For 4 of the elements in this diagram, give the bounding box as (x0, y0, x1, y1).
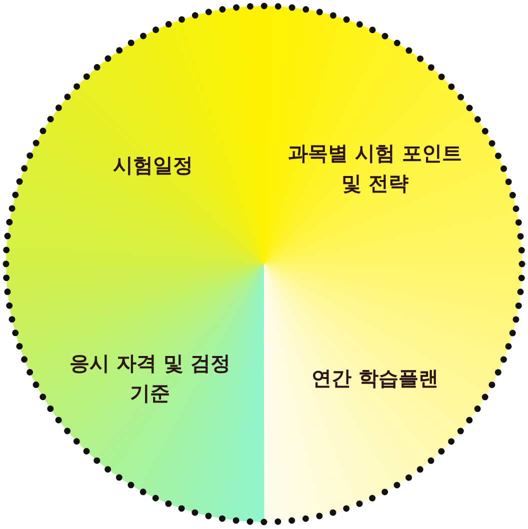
sector-label: 응시 자격 및 검정기준 (68, 350, 232, 407)
sector-label: 시험일정 (112, 152, 194, 179)
sector-label: 과목별 시험 포인트 및 전략 (287, 140, 463, 197)
sector-label: 연간 학습플랜 (310, 365, 440, 392)
